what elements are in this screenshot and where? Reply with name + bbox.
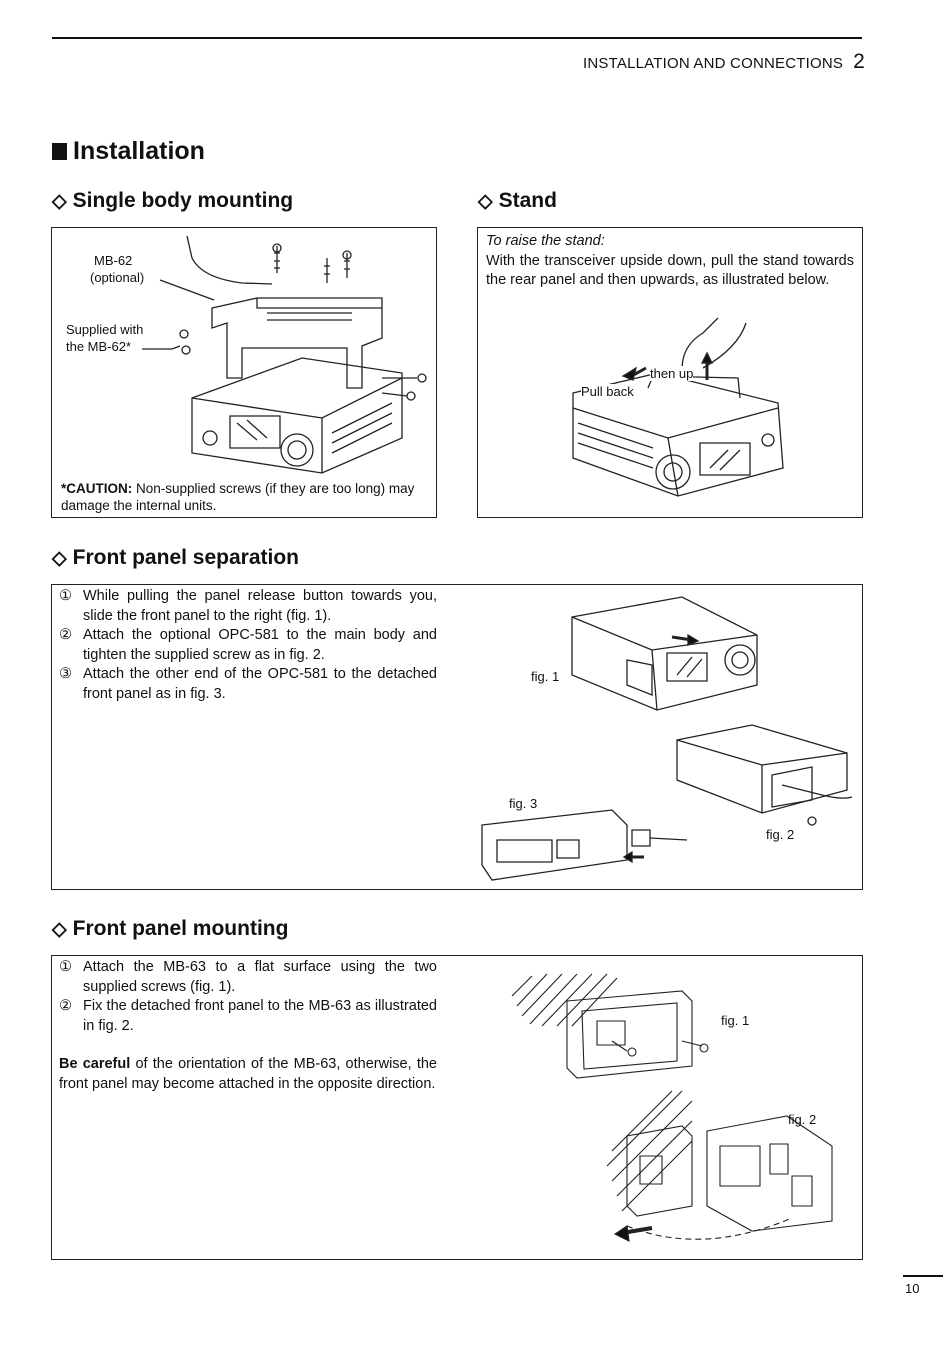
mount-fig1-label: fig. 1 bbox=[721, 1013, 750, 1028]
label-pull-back: Pull back bbox=[581, 384, 634, 399]
heading-single-body: ◇Single body mounting bbox=[52, 189, 294, 212]
careful-note: Be careful of the orientation of the MB-… bbox=[59, 1056, 437, 1092]
stand-intro: To raise the stand: bbox=[486, 233, 605, 249]
label-optional: (optional) bbox=[90, 270, 145, 285]
diamond-icon: ◇ bbox=[52, 191, 67, 212]
fig1-label: fig. 1 bbox=[531, 669, 560, 684]
front-separation-illustration bbox=[52, 585, 864, 891]
stand-box: To raise the stand: With the transceiver… bbox=[477, 227, 863, 518]
diamond-icon: ◇ bbox=[478, 191, 493, 212]
top-rule bbox=[52, 37, 862, 39]
label-then-up: then up bbox=[650, 366, 694, 381]
single-body-illustration bbox=[52, 228, 438, 478]
label-supplied-2: the MB-62* bbox=[66, 339, 132, 354]
fig3-label: fig. 3 bbox=[509, 796, 538, 811]
stand-text: To raise the stand: With the transceiver… bbox=[486, 232, 854, 291]
label-supplied-1: Supplied with bbox=[66, 322, 144, 337]
fig2-label: fig. 2 bbox=[766, 827, 795, 842]
caution-note: *CAUTION: Non-supplied screws (if they a… bbox=[61, 481, 415, 513]
page-number: 10 bbox=[905, 1281, 920, 1296]
heading-front-mounting: ◇Front panel mounting bbox=[52, 917, 289, 940]
stand-instructions: With the transceiver upside down, pull t… bbox=[486, 252, 854, 289]
diamond-icon: ◇ bbox=[52, 919, 67, 940]
diamond-icon: ◇ bbox=[52, 548, 67, 569]
label-mb62: MB-62 bbox=[94, 253, 133, 268]
page-number-rule bbox=[903, 1275, 943, 1277]
heading-stand: ◇Stand bbox=[478, 189, 557, 212]
chapter-number: 2 bbox=[853, 50, 865, 73]
mount-fig2-label: fig. 2 bbox=[788, 1112, 817, 1127]
square-bullet-icon bbox=[52, 143, 67, 160]
section-title: INSTALLATION AND CONNECTIONS bbox=[583, 55, 844, 72]
front-mounting-illustration bbox=[52, 956, 864, 1261]
heading-front-separation: ◇Front panel separation bbox=[52, 546, 299, 569]
single-body-box: MB-62 (optional) Supplied with the MB-62… bbox=[51, 227, 437, 518]
page-title: Installation bbox=[52, 137, 205, 166]
running-header: INSTALLATION AND CONNECTIONS 2 bbox=[583, 50, 865, 74]
